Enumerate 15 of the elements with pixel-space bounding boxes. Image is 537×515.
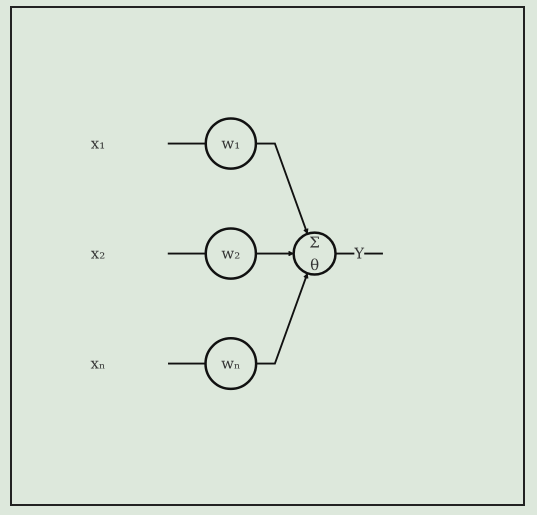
node-circle [204, 338, 257, 391]
arrow [255, 251, 294, 257]
connector [335, 253, 382, 255]
connector [168, 363, 206, 365]
node-circle [204, 228, 257, 280]
node-text: x₂ [90, 245, 105, 263]
arrow [255, 143, 308, 235]
arrow [256, 273, 308, 365]
connector [167, 253, 206, 255]
node-text: x₁ [90, 135, 105, 153]
frame-border: Y x₁ w₁ x₂ w₂ xₙ wₙ Σ θ [10, 6, 525, 506]
connector [167, 143, 206, 145]
node-text: xₙ [90, 355, 105, 373]
node-circle [204, 118, 257, 170]
node-circle [292, 232, 336, 276]
